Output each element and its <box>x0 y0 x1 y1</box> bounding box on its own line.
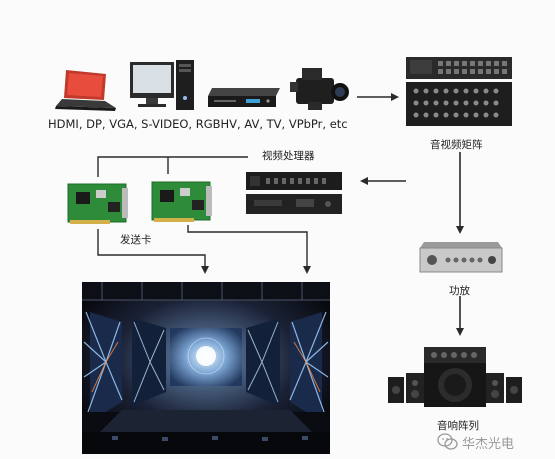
processor-label: 视频处理器 <box>262 150 315 162</box>
line-processor-to-senders <box>97 156 248 177</box>
led-stage-screen-image <box>82 282 330 454</box>
av-matrix-icon <box>406 57 512 126</box>
arrow-sender2-to-screen <box>187 225 311 274</box>
video-processor-icon <box>246 172 342 214</box>
matrix-label: 音视频矩阵 <box>430 139 483 151</box>
amplifier-icon <box>419 242 503 273</box>
wechat-logo-icon <box>437 433 458 450</box>
amplifier-label: 功放 <box>449 285 470 297</box>
desktop-computer-icon <box>130 60 194 110</box>
speaker-array-icon <box>388 347 522 407</box>
speakers-label: 音响阵列 <box>437 420 479 432</box>
camcorder-icon <box>290 68 349 110</box>
sender-card-1-icon <box>67 183 128 224</box>
arrow-sender1-to-screen <box>97 229 209 274</box>
watermark-text: 华杰光电 <box>462 437 515 452</box>
dvd-player-icon <box>208 88 280 107</box>
laptop-icon <box>55 70 116 111</box>
sender-label: 发送卡 <box>120 234 152 246</box>
sender-card-2-icon <box>151 181 212 222</box>
input-types-label: HDMI, DP, VGA, S-VIDEO, RGBHV, AV, TV, V… <box>48 117 348 131</box>
